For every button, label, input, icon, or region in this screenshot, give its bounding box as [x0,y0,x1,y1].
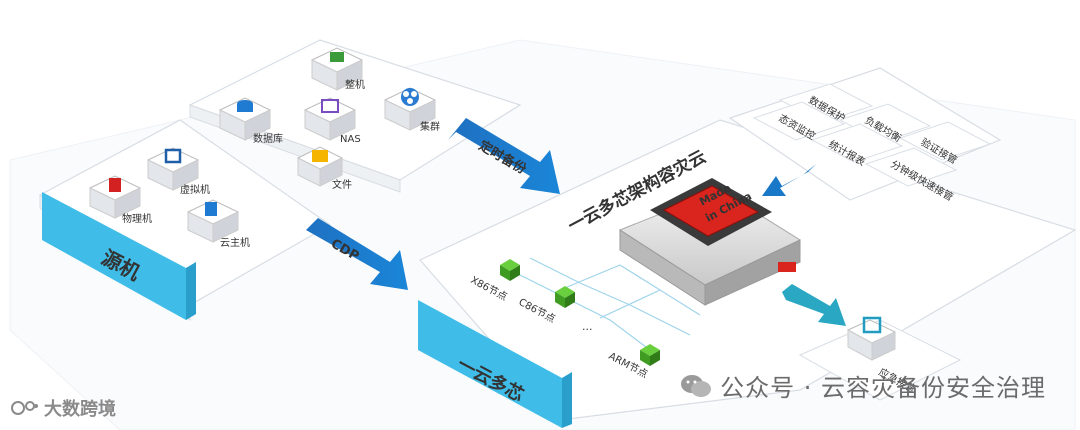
server-with-chip: Made in China [618,178,802,306]
emergency-arrow [782,284,846,326]
feature-arrow [762,160,820,196]
wechat-icon [681,374,712,397]
watermark-text: 公众号 · 云容灾备份安全治理 [720,374,1046,402]
brand: 大数跨境 [10,395,116,421]
item-label-whole: 整机 [345,78,365,91]
item-label-nas: NAS [340,134,361,145]
endpoint-physical: 物理机 [122,212,152,225]
item-label-cluster: 集群 [420,120,440,133]
brand-text: 大数跨境 [44,399,116,420]
brand-logo-icon [11,401,38,415]
database-item: 数据库 [218,97,283,145]
cluster-item: 集群 [383,87,440,133]
item-label-database: 数据库 [253,132,283,145]
endpoint-virtual: 虚拟机 [180,183,210,196]
node-label-ellipsis: ... [582,320,593,333]
nas-item: NAS [303,97,361,145]
cloud-host-item: 云主机 [186,199,250,249]
file-item: 文件 [296,146,352,191]
server-node-item: 整机 [310,47,365,91]
watermark: 公众号 · 云容灾备份安全治理 [680,368,1046,403]
node-ellipsis: ... [582,320,593,333]
virtual-machine-item: 虚拟机 [146,147,210,196]
node-network [509,257,701,351]
feature-panel: 数据保护 态资监控 负载均衡 统计报表 验证接管 分钟级快速接管 [728,67,1002,204]
item-label-file: 文件 [332,178,352,191]
emergency-box: 应急接管 [798,316,962,401]
physical-machine-item: 物理机 [88,175,152,225]
endpoint-cloud-host: 云主机 [220,236,250,249]
